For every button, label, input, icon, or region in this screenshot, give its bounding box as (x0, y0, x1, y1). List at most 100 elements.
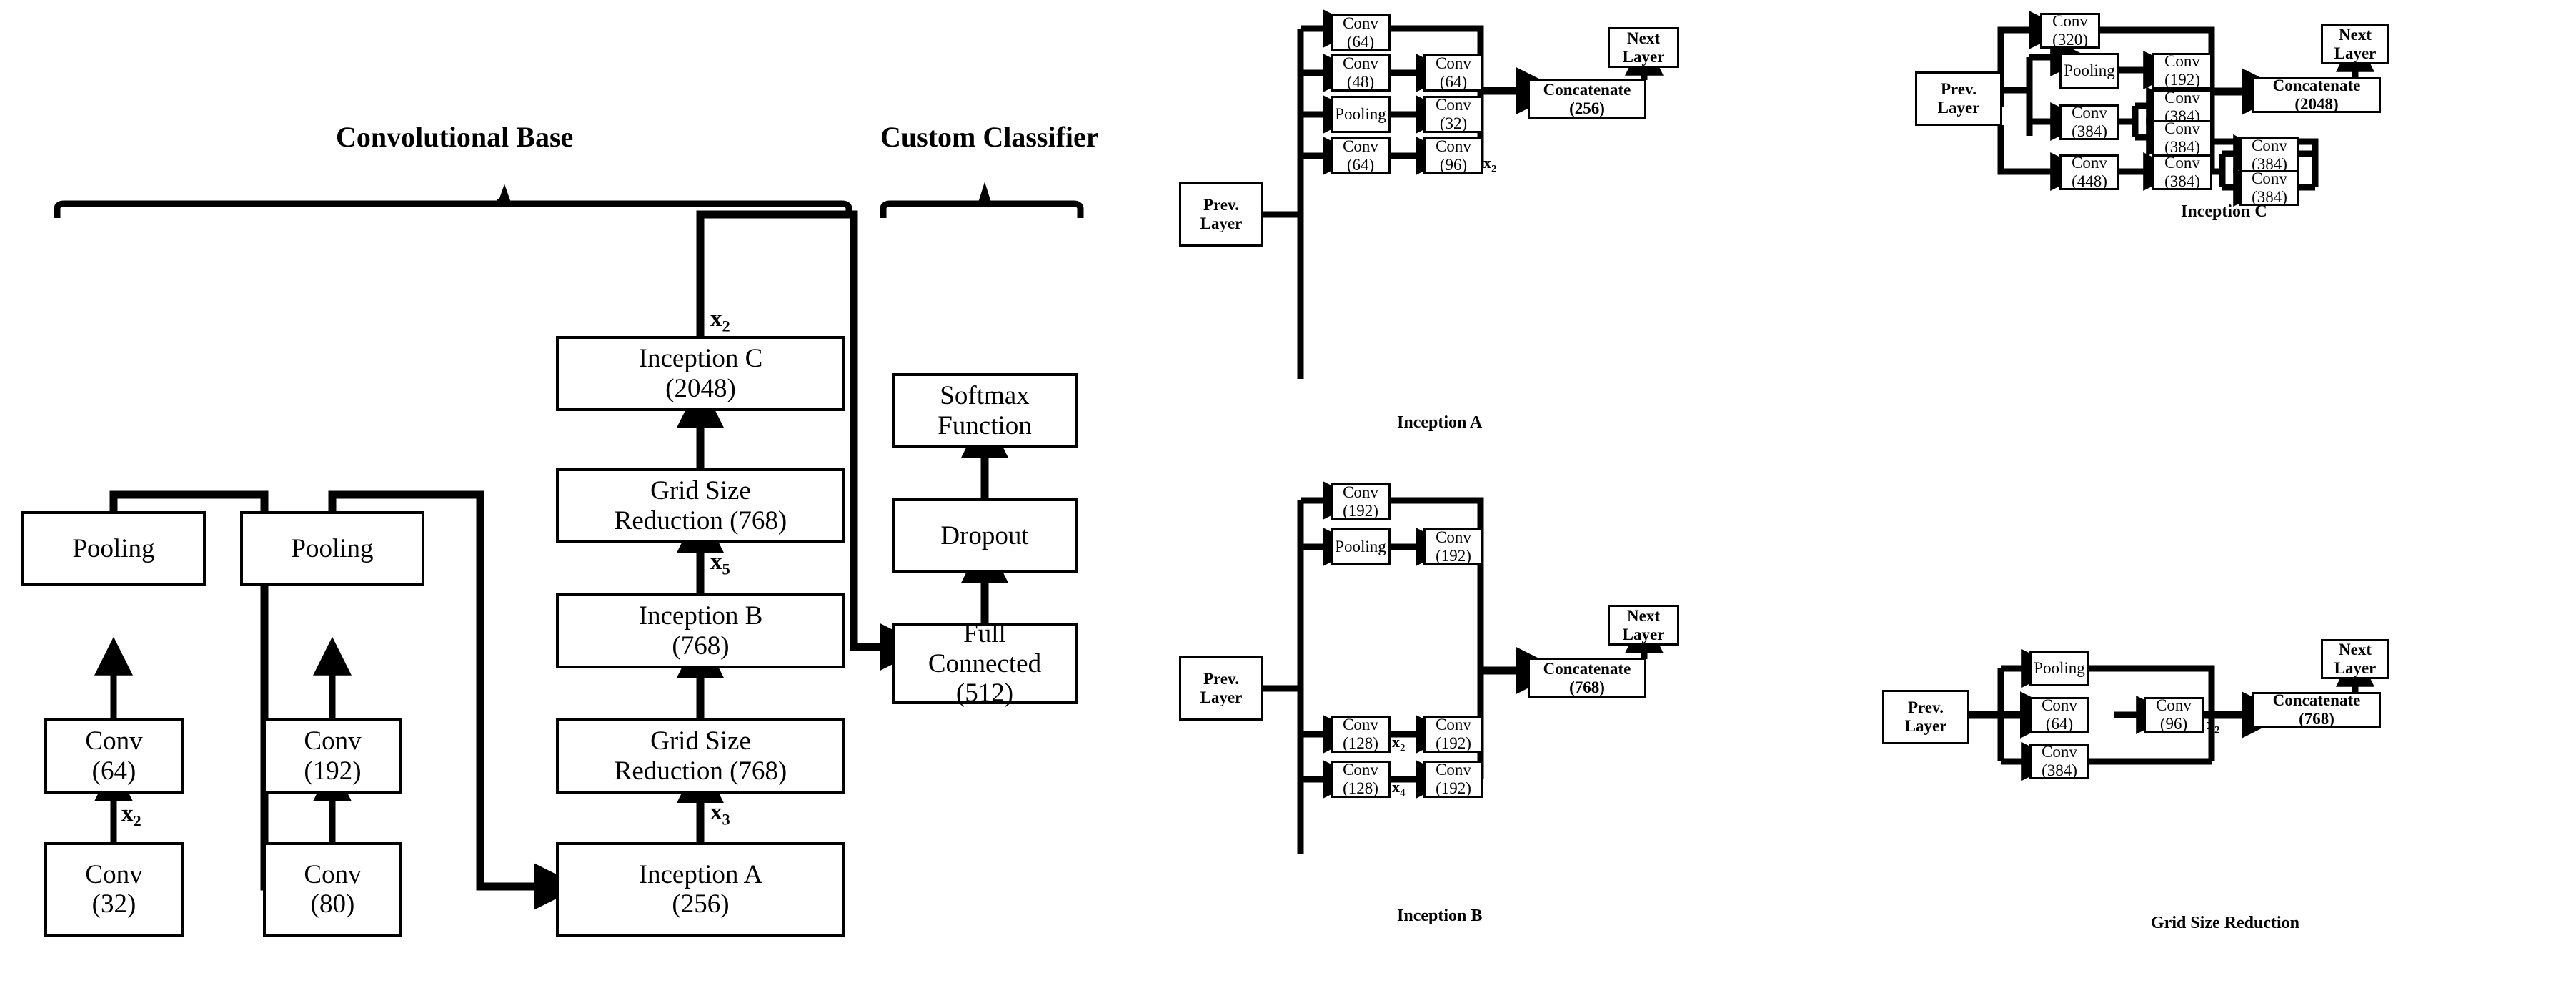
incC-node-conv-384-f[interactable]: Conv (384) (2239, 169, 2299, 206)
repeat-marker-inception-c: x2 (710, 306, 730, 335)
node-label-line2: (192) (1343, 502, 1378, 520)
node-label-line1: Conv (1343, 483, 1378, 502)
node-label-line2: Reduction (768) (614, 756, 787, 786)
node-pooling-2[interactable]: Pooling (240, 511, 424, 586)
node-label-line1: Concatenate (1543, 80, 1631, 99)
gsr-node-conv-96[interactable]: Conv (96) (2144, 696, 2204, 733)
node-label-line2: (96) (2159, 715, 2188, 733)
node-label-line2: (64) (1346, 33, 1375, 51)
node-label-line1: Conv (2156, 696, 2192, 715)
incA-node-conv-64-a[interactable]: Conv (64) (1331, 14, 1391, 51)
incC-node-conv-192[interactable]: Conv (192) (2152, 52, 2212, 89)
node-label-line2: Layer (1200, 214, 1243, 232)
incB-node-pooling[interactable]: Pooling (1331, 528, 1391, 565)
node-conv-192[interactable]: Conv (192) (263, 718, 402, 794)
node-label-line2: (80) (310, 889, 355, 919)
node-inception-b[interactable]: Inception B (768) (556, 593, 845, 668)
incB-node-concatenate[interactable]: Concatenate (768) (1528, 658, 1646, 698)
node-label-line1: Concatenate (2272, 691, 2361, 710)
node-label-line1: Pooling (72, 533, 155, 563)
heading-convolutional-base: Convolutional Base (336, 121, 574, 153)
incA-node-conv-48[interactable]: Conv (48) (1331, 54, 1391, 92)
node-label-line1: Conv (2042, 696, 2077, 715)
incB-node-prev-layer[interactable]: Prev. Layer (1179, 656, 1263, 721)
incC-node-conv-384-d[interactable]: Conv (384) (2152, 154, 2212, 190)
node-inception-a[interactable]: Inception A (256) (556, 842, 845, 937)
incC-title: Inception C (2181, 202, 2267, 221)
incB-node-conv-128-a[interactable]: Conv (128) (1331, 716, 1391, 753)
incA-node-pooling[interactable]: Pooling (1331, 96, 1391, 133)
node-softmax-function[interactable]: Softmax Function (892, 373, 1078, 448)
node-label-line2: (192) (2164, 71, 2200, 89)
node-conv-32[interactable]: Conv (32) (44, 842, 184, 937)
incB-node-conv-128-b[interactable]: Conv (128) (1331, 761, 1391, 798)
node-label-line1: Conv (85, 859, 143, 889)
node-grid-size-reduction-2[interactable]: Grid Size Reduction (768) (556, 468, 845, 543)
node-label-line1: Pooling (291, 533, 374, 563)
incC-node-next-layer[interactable]: Next Layer (2321, 24, 2389, 64)
node-label-line1: Grid Size (650, 476, 751, 506)
node-inception-c[interactable]: Inception C (2048) (556, 336, 845, 411)
node-conv-80[interactable]: Conv (80) (263, 842, 402, 937)
node-label-line2: (256) (1569, 99, 1605, 117)
node-label-line2: (384) (2252, 188, 2287, 206)
incA-node-concatenate[interactable]: Concatenate (256) (1528, 79, 1646, 119)
incC-node-conv-384-c[interactable]: Conv (384) (2152, 119, 2212, 156)
incB-repeat-marker-2: x4 (1392, 778, 1406, 799)
node-pooling-1[interactable]: Pooling (21, 511, 206, 586)
incA-node-prev-layer[interactable]: Prev. Layer (1179, 182, 1263, 247)
node-label-line2: (2048) (665, 373, 736, 403)
incB-node-conv-192-c[interactable]: Conv (192) (1423, 716, 1483, 753)
node-label-line1: Conv (304, 859, 362, 889)
node-label-line1: Full (963, 619, 1006, 649)
node-label-line1: Conv (1343, 761, 1378, 779)
incB-node-conv-192-d[interactable]: Conv (192) (1423, 761, 1483, 798)
node-full-connected[interactable]: Full Connected (512) (892, 619, 1078, 708)
node-label-line2: (192) (1436, 734, 1471, 752)
node-conv-64[interactable]: Conv (64) (44, 718, 184, 794)
node-label-line1: Next (2339, 641, 2372, 659)
incA-node-conv-32[interactable]: Conv (32) (1423, 96, 1483, 133)
incB-node-conv-192-a[interactable]: Conv (192) (1331, 483, 1391, 520)
node-label-line2: (64) (1439, 73, 1468, 91)
node-label-line1: Conv (1343, 54, 1378, 73)
node-dropout[interactable]: Dropout (892, 498, 1078, 573)
incC-node-conv-384-e[interactable]: Conv (384) (2239, 137, 2299, 173)
node-label-line1: Conv (2164, 89, 2200, 107)
node-label-line2: (2048) (2294, 95, 2339, 113)
node-label-line1: Concatenate (2272, 76, 2361, 95)
node-label-line2: (64) (91, 756, 136, 786)
node-label-line2: (192) (1436, 547, 1471, 565)
gsr-node-prev-layer[interactable]: Prev. Layer (1882, 690, 1969, 744)
node-label-line1: Conv (1343, 137, 1378, 156)
gsr-node-pooling[interactable]: Pooling (2029, 651, 2089, 686)
node-label-line2: Layer (1904, 717, 1947, 735)
node-label-line2: (320) (2052, 31, 2088, 49)
node-label-line1: Inception A (638, 859, 763, 889)
node-label-line2: (96) (1439, 156, 1468, 174)
incC-node-prev-layer[interactable]: Prev. Layer (1915, 71, 2002, 126)
incC-node-conv-320[interactable]: Conv (320) (2040, 12, 2100, 49)
gsr-node-conv-64[interactable]: Conv (64) (2029, 696, 2089, 733)
node-label-line1: Prev. (1203, 196, 1240, 214)
incA-node-conv-96[interactable]: Conv (96) (1423, 137, 1483, 174)
gsr-node-concatenate[interactable]: Concatenate (768) (2252, 691, 2381, 728)
incC-node-conv-384-a[interactable]: Conv (384) (2059, 104, 2119, 140)
node-label-line1: Softmax (940, 381, 1030, 411)
incB-node-next-layer[interactable]: Next Layer (1608, 605, 1679, 646)
node-label-line2: Connected (928, 648, 1042, 678)
incC-node-concatenate[interactable]: Concatenate (2048) (2252, 76, 2381, 113)
incB-title: Inception B (1397, 907, 1483, 925)
node-label-line2: (768) (2299, 710, 2334, 728)
incA-node-conv-64-b[interactable]: Conv (64) (1423, 54, 1483, 92)
node-grid-size-reduction-1[interactable]: Grid Size Reduction (768) (556, 718, 845, 794)
incB-node-conv-192-b[interactable]: Conv (192) (1423, 528, 1483, 565)
incC-node-conv-448[interactable]: Conv (448) (2059, 154, 2119, 190)
incA-node-conv-64-c[interactable]: Conv (64) (1331, 137, 1391, 174)
incA-node-next-layer[interactable]: Next Layer (1608, 27, 1679, 68)
gsr-node-next-layer[interactable]: Next Layer (2321, 639, 2389, 679)
incC-node-pooling[interactable]: Pooling (2059, 53, 2119, 89)
node-label-line2: (192) (304, 756, 362, 786)
node-label-line1: Inception B (638, 601, 763, 631)
gsr-node-conv-384[interactable]: Conv (384) (2029, 743, 2089, 779)
